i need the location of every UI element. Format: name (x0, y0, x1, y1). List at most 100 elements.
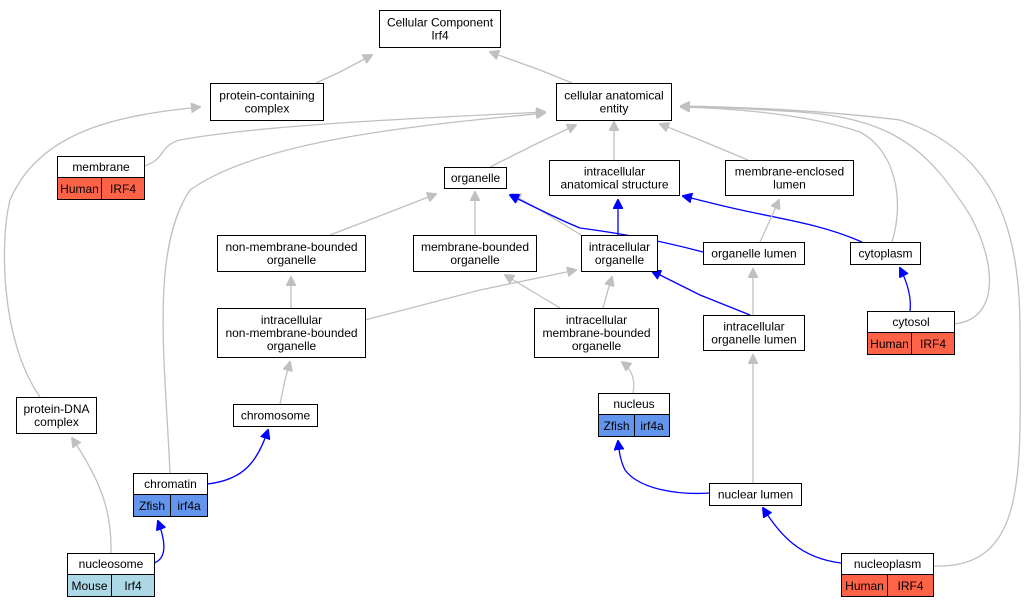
node-label: intracellular (261, 313, 322, 327)
node-label: intracellular (589, 240, 650, 254)
node-box (581, 235, 658, 272)
species-label: Zfish (139, 499, 165, 513)
node-label: membrane-bounded (542, 326, 650, 340)
node-label: non-membrane-bounded (225, 326, 357, 340)
node-label: cytosol (892, 315, 929, 329)
edge-nucleosome-to-chromatin (153, 521, 164, 564)
node-nuclear-lumen[interactable]: nuclear lumen (709, 483, 802, 506)
edge-nuclear-lumen-to-nucleus (618, 441, 710, 495)
node-organelle-lumen[interactable]: organelle lumen (703, 242, 805, 265)
edge-cytosol-to-cellular-anatomical-entity (681, 107, 990, 325)
node-label: membrane-enclosed (735, 165, 844, 179)
node-label: membrane-bounded (421, 240, 529, 254)
node-box (16, 397, 97, 434)
node-label: organelle (451, 171, 501, 185)
node-label: organelle (595, 253, 645, 267)
node-box (379, 10, 501, 48)
species-label: Human (60, 182, 99, 196)
node-box (217, 235, 366, 272)
edge-nucleosome-to-protein-dna-complex (72, 438, 112, 554)
node-label: intracellular (723, 320, 784, 334)
edge-intracellular-organelle-to-organelle (512, 194, 587, 239)
edge-chromatin-to-cellular-anatomical-entity (162, 113, 545, 474)
node-label: chromatin (144, 477, 197, 491)
edge-organelle-to-cellular-anatomical-entity (489, 125, 576, 168)
node-box (549, 160, 680, 196)
node-chromosome[interactable]: chromosome (233, 404, 318, 427)
node-box (556, 83, 672, 121)
species-label: Mouse (71, 579, 107, 593)
edge-intracellular-nmb-organelle-to-intracellular-organelle (364, 270, 576, 321)
node-label: intracellular (584, 165, 645, 179)
gene-label: IRF4 (920, 337, 946, 351)
gene-label: irf4a (640, 419, 664, 433)
node-label: organelle lumen (711, 247, 796, 261)
edge-membrane-to-cellular-anatomical-entity (143, 112, 545, 167)
node-intracellular-nmb-organelle[interactable]: intracellularnon-membrane-boundedorganel… (217, 308, 366, 358)
node-label: nucleoplasm (854, 557, 921, 571)
species-badge: Zfish irf4a (598, 414, 670, 437)
node-label: membrane (72, 160, 130, 174)
species-label: Zfish (603, 419, 629, 433)
edge-non-membrane-bounded-organelle-to-organelle (329, 194, 436, 236)
edges-layer (3, 52, 1021, 567)
species-badge: Human IRF4 (867, 332, 955, 355)
edge-intracellular-organelle-lumen-to-intracellular-organelle (652, 271, 751, 316)
species-label: Human (845, 579, 884, 593)
node-organelle[interactable]: organelle (444, 167, 507, 189)
node-label: complex (245, 102, 290, 116)
node-label: entity (600, 102, 629, 116)
node-box (725, 160, 854, 196)
node-label: nucleus (613, 397, 654, 411)
node-label: nuclear lumen (718, 488, 793, 502)
edge-protein-containing-complex-to-root (315, 55, 372, 84)
node-box (210, 83, 324, 121)
node-label: protein-DNA (23, 402, 89, 416)
node-label: organelle (572, 339, 622, 353)
node-label: anatomical structure (560, 178, 668, 192)
node-cytoplasm[interactable]: cytoplasm (850, 242, 921, 265)
species-label: Human (870, 337, 909, 351)
edge-nucleus-to-intracellular-mb-organelle (622, 362, 635, 394)
node-label: complex (34, 415, 79, 429)
edge-chromosome-to-intracellular-nmb-organelle (279, 362, 290, 405)
species-badge: Human IRF4 (841, 574, 934, 597)
node-label: non-membrane-bounded (225, 240, 357, 254)
edge-nucleoplasm-to-cellular-anatomical-entity (681, 106, 1021, 567)
gene-cell (911, 332, 955, 355)
node-label: cytoplasm (858, 247, 912, 261)
node-label: organelle (267, 339, 317, 353)
edge-cellular-anatomical-entity-to-root (490, 52, 573, 84)
node-label: chromosome (241, 409, 311, 423)
gene-label: IRF4 (897, 579, 923, 593)
gene-label: irf4a (177, 499, 201, 513)
gene-label: Irf4 (124, 579, 142, 593)
edge-protein-dna-complex-to-protein-containing-complex (3, 107, 200, 398)
node-box (233, 404, 318, 427)
node-label: Irf4 (431, 29, 449, 43)
node-box (703, 315, 805, 351)
node-box (850, 242, 921, 265)
node-label: nucleosome (79, 557, 144, 571)
node-box (534, 308, 659, 358)
node-label: organelle (267, 253, 317, 267)
